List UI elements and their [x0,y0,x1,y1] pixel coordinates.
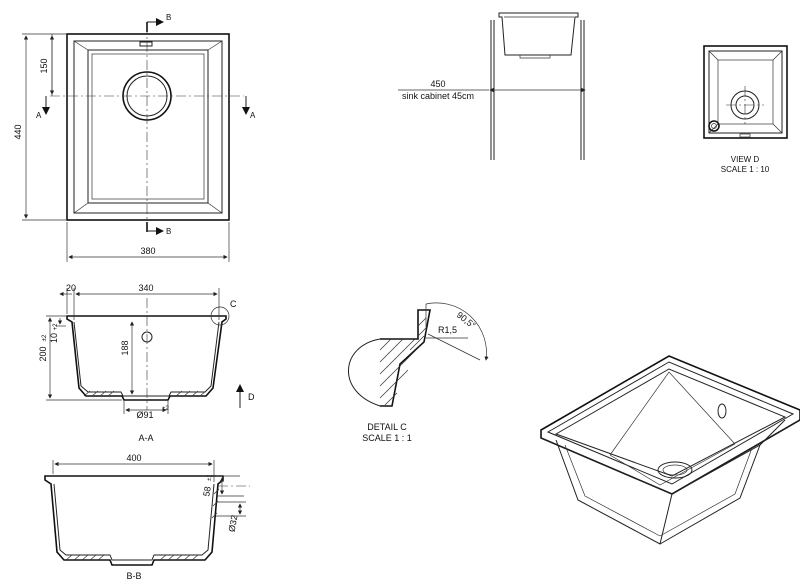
section-aa-label: A-A [138,433,153,443]
cabinet-view: 450 sink cabinet 45cm [398,12,586,160]
iso-bowl [555,439,673,545]
sink-outer-rim [66,33,230,221]
view-d-title: VIEW D [731,155,760,164]
view-d-marker: D [248,392,255,402]
section-a-label-left: A [36,111,42,120]
dim-bb-overflow-dia: Ø32 [227,514,240,532]
section-bb-label: B-B [126,571,141,581]
section-aa: C 20 340 200 ±2 10 +2 188 Ø91 +2 D A-A [38,283,255,443]
detail-c-marker [210,306,230,326]
dim-aa-lip: 10 [49,333,59,343]
dim-aa-drain: Ø91 [136,410,153,420]
overflow-hole [708,120,720,132]
dim-detail-radius: R1,5 [438,325,457,335]
section-aa-outline [66,315,227,401]
dim-aa-drain-tol: +2 [162,406,170,412]
dim-top-drain-offset: 150 [39,58,49,73]
iso-drain [657,461,693,479]
dim-bb-width: 400 [126,453,141,463]
detail-c-title: DETAIL C [367,422,407,432]
dim-aa-lip-tol: +2 [53,323,59,331]
dim-bb-overflow-height: 58 [201,486,213,498]
dim-aa-height-tol: ±2 [42,334,48,341]
dim-aa-rim: 20 [66,283,76,293]
detail-c-profile [380,309,431,407]
sink-inner-rim [73,40,223,214]
dim-aa-height: 200 [38,346,48,361]
section-bb-outline [44,475,224,566]
sink-bowl-edge [87,49,209,204]
iso-overflow-hole [717,403,727,419]
dim-detail-angle: 90,5° [455,310,478,331]
detail-c-marker-label: C [230,299,237,309]
detail-c-boundary [348,338,381,407]
dim-aa-inner-width: 340 [138,283,153,293]
cabinet-label: sink cabinet 45cm [402,91,474,101]
view-d-scale: SCALE 1 : 10 [721,165,770,174]
sink-bowl-floor [91,53,205,200]
dim-aa-depth: 188 [120,340,130,355]
detail-c-scale: SCALE 1 : 1 [362,433,412,443]
dim-top-height: 440 [13,124,23,139]
top-view: B B A A 440 150 380 [13,13,256,262]
view-d: VIEW D SCALE 1 : 10 [703,45,788,174]
isometric-view [540,355,800,545]
section-b-label-top: B [166,13,171,22]
detail-c: 90,5° R1,5 DETAIL C SCALE 1 : 1 [348,302,489,443]
dim-top-width: 380 [140,246,155,256]
iso-rim-outer [540,355,800,495]
dim-cabinet-width: 450 [430,79,445,89]
section-a-label-right: A [250,111,256,120]
section-b-label-bottom: B [166,227,171,236]
overflow-slot [139,41,153,47]
cabinet-sink-body [498,12,579,56]
section-bb: 400 58 ±1 Ø32 B-B [44,453,250,581]
dim-bb-overflow-tol: ±1 [206,473,213,481]
